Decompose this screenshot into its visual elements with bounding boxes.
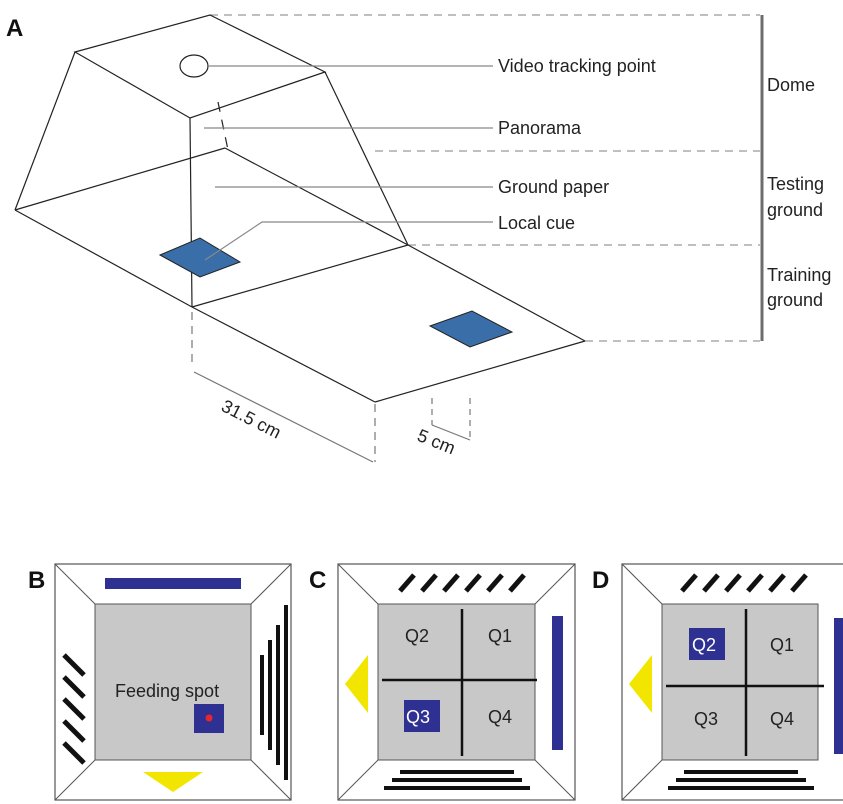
dome-right-edge [324,71,409,246]
tracking-point-circle [179,54,209,78]
ground-left-edge [14,209,193,308]
d-quadrant-q4: Q4 [770,709,794,729]
label-local-cue: Local cue [498,213,575,233]
panel-d-letter: D [592,567,609,594]
dome-front-edge [189,117,193,308]
c-bottom-lines-cue [384,770,530,790]
c-right-bar-cue [552,616,563,750]
leader-local-cue [204,221,493,261]
training-left-edge [191,306,376,403]
dimension-lines [191,312,471,463]
region-testing-line1: Testing [767,174,824,194]
d-quadrant-q1: Q1 [770,635,794,655]
panel-c-letter: C [309,567,326,594]
ground-right-edge [224,147,409,246]
label-video-tracking-point: Video tracking point [498,56,656,76]
b-right-vertical-cue [260,605,288,780]
arena-3d [14,14,586,403]
c-quadrant-q4: Q4 [488,707,512,727]
d-bottom-lines-cue [668,770,814,790]
c-quadrant-q1: Q1 [488,626,512,646]
arena-c-floor [377,603,536,761]
region-testing-line2: ground [767,200,823,220]
d-cue-quadrant-highlight [689,628,725,660]
ground-back-edge [14,147,226,211]
panel-b: B Feeding spot [28,563,292,801]
dome-left-edge [14,51,76,211]
ground-front-edge [191,244,409,308]
panel-d: D Q2 Q1 Q3 Q4 [592,563,843,801]
arena-c-corners [337,563,576,801]
b-left-diagonals-cue [62,653,86,765]
d-quadrant-divider [666,609,824,756]
label-ground-paper: Ground paper [498,177,609,197]
c-quadrant-q3: Q3 [406,707,430,727]
dim-height-line [431,424,471,441]
dome-hidden-edge [217,101,229,151]
c-top-diagonals-cue [398,573,526,593]
arena-b-floor [94,603,252,761]
local-cue-training [428,310,514,348]
d-quadrant-q3: Q3 [694,709,718,729]
c-cue-quadrant-highlight [404,700,440,732]
local-cue-testing [158,237,242,278]
d-top-diagonals-cue [680,573,808,593]
label-panorama: Panorama [498,118,582,138]
d-quadrant-q2: Q2 [692,635,716,655]
arena-d-corners [621,563,663,801]
dim-height-label: 5 cm [415,425,459,458]
region-training-line1: Training [767,265,831,285]
dim-length-line [193,371,374,463]
panel-c: C Q2 Q1 Q3 Q4 [309,563,576,801]
c-left-triangle-cue [345,655,368,713]
panel-b-letter: B [28,567,45,594]
arena-d-floor [661,603,819,761]
training-front-edge [374,340,586,403]
c-quadrant-q2: Q2 [405,626,429,646]
feeding-spot-label: Feeding spot [115,681,219,701]
b-top-bar-cue [105,578,241,589]
leader-lines [204,65,493,261]
region-dome: Dome [767,75,815,95]
training-right-edge [407,244,586,342]
arena-b-corners [54,563,292,801]
b-bottom-triangle-cue [143,772,203,792]
c-quadrant-divider [382,609,537,756]
d-left-triangle-cue [629,655,652,713]
reference-dashes [210,14,760,342]
feeding-spot-dot [205,714,213,722]
region-training-line2: ground [767,290,823,310]
d-right-bar-cue [834,618,843,754]
panel-a: A [6,14,831,463]
dim-length-label: 31.5 cm [218,396,284,443]
panel-a-letter: A [6,15,23,42]
